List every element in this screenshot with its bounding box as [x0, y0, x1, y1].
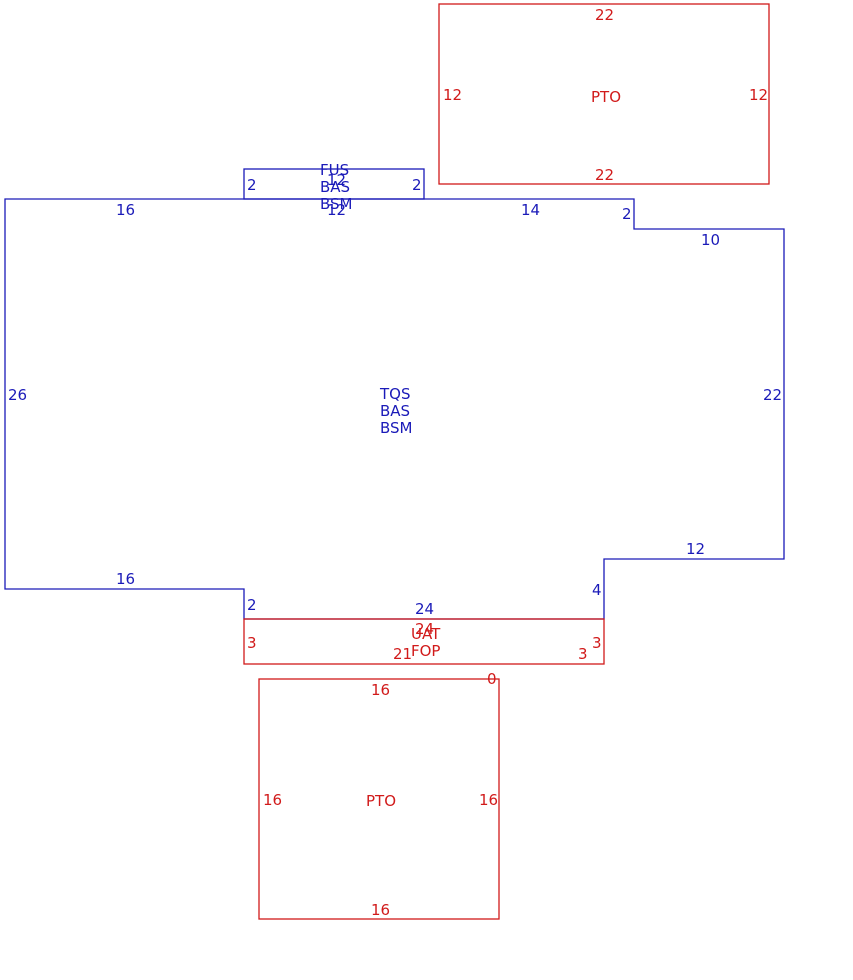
- pto-bottom-top-dim: 16: [371, 681, 390, 699]
- top-small-bottom-dim: 12: [327, 201, 346, 219]
- pto-bottom-left-dim: 16: [263, 791, 282, 809]
- pto-top-top-dim: 22: [595, 6, 614, 24]
- pto-top-left-dim: 12: [443, 86, 462, 104]
- pto-bottom-outline: [258, 678, 500, 920]
- top-small-name-line-3: BSM: [320, 195, 353, 213]
- pto-bottom-corner-dim: 0: [487, 670, 497, 688]
- main-right-top-dim: 10: [701, 231, 720, 249]
- top-small-name-line-2: BAS: [320, 178, 350, 196]
- main-room-name-line-3: BSM: [380, 419, 413, 437]
- pto-bottom-right-dim: 16: [479, 791, 498, 809]
- uat-bottom-left-dim: 21: [393, 645, 412, 663]
- main-step-right-dim: 12: [686, 540, 705, 558]
- uat-name-line-1: UAT: [411, 625, 441, 643]
- main-bottom-left-dim: 16: [116, 570, 135, 588]
- top-small-right-dim: 2: [412, 176, 422, 194]
- main-step-bottom-right-dim: 4: [592, 581, 602, 599]
- top-small-room-outline: [243, 168, 425, 200]
- uat-right-dim: 3: [592, 634, 602, 652]
- main-step-bottom-left-dim: 2: [247, 596, 257, 614]
- main-step-top-dim: 2: [622, 205, 632, 223]
- uat-bottom-right-dim: 3: [578, 645, 588, 663]
- pto-top-bottom-dim: 22: [595, 166, 614, 184]
- main-room-name-line-2: BAS: [380, 402, 410, 420]
- main-right-dim: 22: [763, 386, 782, 404]
- main-left-dim: 26: [8, 386, 27, 404]
- uat-left-dim: 3: [247, 634, 257, 652]
- main-bottom-mid-dim: 24: [415, 600, 434, 618]
- top-small-left-dim: 2: [247, 176, 257, 194]
- pto-top-name: PTO: [591, 88, 621, 106]
- main-top-left-dim: 16: [116, 201, 135, 219]
- uat-outline: [243, 618, 605, 665]
- main-room-outline: [4, 198, 785, 620]
- uat-top-dim: 24: [415, 620, 434, 638]
- main-room-name-line-1: TQS: [379, 385, 411, 403]
- pto-bottom-name: PTO: [366, 792, 396, 810]
- uat-name-line-2: FOP: [411, 642, 440, 660]
- main-top-right-dim: 14: [521, 201, 540, 219]
- pto-bottom-bottom-dim: 16: [371, 901, 390, 919]
- top-small-top-dim: 12: [327, 171, 346, 189]
- pto-top-right-dim: 12: [749, 86, 768, 104]
- pto-top-outline: [438, 3, 770, 185]
- top-small-name-line-1: FUS: [320, 161, 349, 179]
